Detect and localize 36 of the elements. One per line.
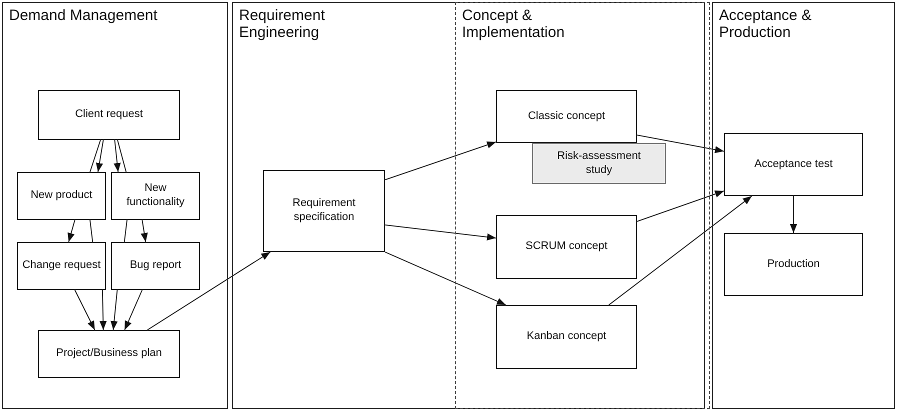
swimlane bbox=[455, 2, 710, 409]
arrow bbox=[636, 134, 724, 154]
process-box: Bug report bbox=[111, 242, 200, 290]
process-box: Client request bbox=[38, 90, 180, 140]
arrow bbox=[74, 290, 96, 330]
process-box: New functionality bbox=[111, 172, 200, 220]
arrow bbox=[114, 140, 121, 172]
arrow bbox=[124, 290, 143, 330]
arrow bbox=[96, 140, 104, 172]
process-box: SCRUM concept bbox=[496, 215, 637, 279]
note-box: Risk-assessment study bbox=[532, 143, 666, 184]
arrow bbox=[790, 196, 798, 234]
lane-title: Requirement Engineering bbox=[239, 7, 326, 42]
process-box: Project/Business plan bbox=[38, 330, 180, 378]
process-box: New product bbox=[17, 172, 106, 220]
process-box: Production bbox=[724, 233, 863, 296]
lane-title: Acceptance & Production bbox=[719, 7, 813, 42]
process-box: Change request bbox=[17, 242, 106, 290]
arrow bbox=[608, 196, 752, 306]
process-box: Acceptance test bbox=[724, 133, 863, 196]
process-box: Requirement specification bbox=[263, 170, 385, 252]
process-box: Kanban concept bbox=[496, 305, 637, 369]
swimlane bbox=[2, 2, 228, 409]
lane-title: Concept & Implementation bbox=[462, 7, 566, 42]
arrow bbox=[384, 141, 496, 180]
arrow bbox=[110, 290, 118, 330]
arrow bbox=[140, 220, 148, 242]
arrow bbox=[100, 290, 107, 330]
arrow bbox=[384, 224, 496, 241]
arrow bbox=[384, 252, 506, 306]
swimlane bbox=[712, 2, 895, 409]
arrow bbox=[146, 252, 271, 330]
arrow bbox=[636, 190, 724, 222]
lane-title: Demand Management bbox=[9, 7, 158, 24]
arrow bbox=[68, 220, 76, 242]
process-box: Classic concept bbox=[496, 90, 637, 143]
